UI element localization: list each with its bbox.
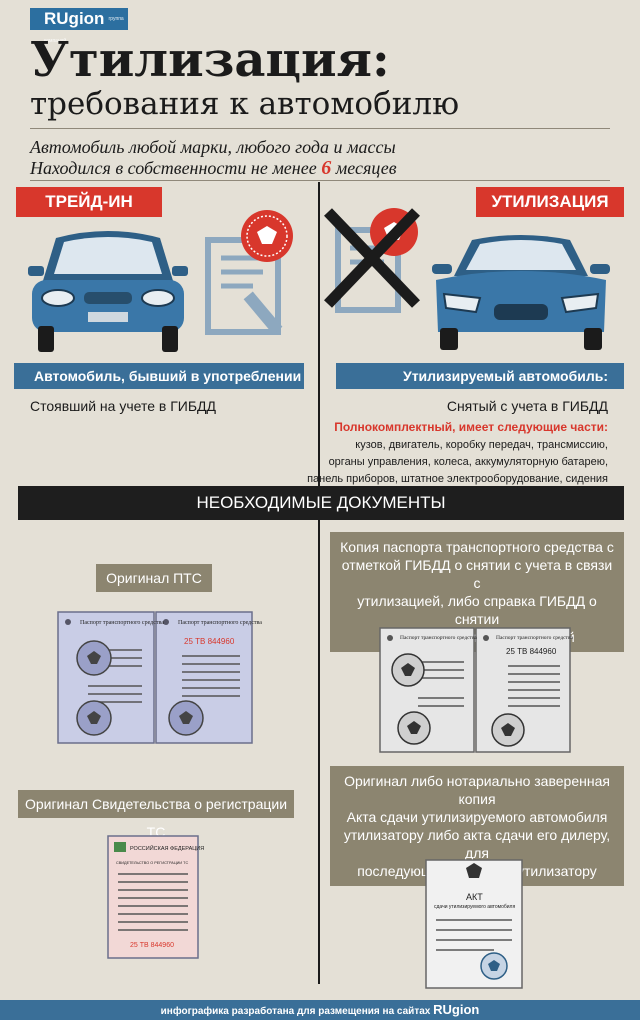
reg-doc-number: 25 ТВ 844960	[130, 942, 174, 949]
registration-certificate-label: Оригинал Свидетельства о регистрации ТС	[18, 790, 294, 840]
parts-line: органы управления, колеса, аккумуляторну…	[328, 456, 608, 468]
reg-doc-title: СВИДЕТЕЛЬСТВО О РЕГИСТРАЦИИ ТС	[116, 861, 188, 865]
lede: Автомобиль любой марки, любого года и ма…	[30, 137, 397, 179]
recycling-badge: УТИЛИЗАЦИЯ	[476, 187, 624, 217]
lede-line-1: Автомобиль любой марки, любого года и ма…	[30, 137, 396, 157]
column-divider	[318, 182, 320, 984]
passport-copy-title-left: Паспорт транспортного средства	[400, 635, 477, 641]
passport-copy-line: утилизацией, либо справка ГИБДД о снятии	[357, 593, 597, 627]
footer-brand[interactable]: RUgion	[433, 1002, 480, 1017]
passport-copy-illustration: Паспорт транспортного средства Паспорт т…	[379, 627, 573, 753]
act-doc-title: АКТ	[466, 892, 483, 902]
used-car-illustration	[28, 231, 188, 352]
pts-label: Оригинал ПТС	[96, 564, 212, 592]
act-label-line: Оригинал либо нотариально заверенная коп…	[344, 773, 610, 807]
pts-doc-number: 25 ТВ 844960	[184, 637, 235, 646]
passport-copy-title-right: Паспорт транспортного средства	[496, 635, 573, 641]
pts-doc-title-left: Паспорт транспортного средства	[80, 620, 164, 626]
footer: инфографика разработана для размещения н…	[0, 1000, 640, 1020]
act-doc-subtitle: сдачи утилизируемого автомобиля	[434, 904, 515, 910]
complete-set-note: Полнокомплектный, имеет следующие части:	[334, 420, 608, 434]
pts-document-illustration: Паспорт транспортного средства Паспорт т…	[57, 611, 262, 744]
page-subtitle: требования к автомобилю	[30, 86, 460, 122]
months-number: 6	[321, 157, 332, 179]
passport-copy-line: отметкой ГИБДД о снятии с учета в связи …	[341, 557, 613, 591]
logo-text: RUgion	[44, 9, 105, 28]
divider	[30, 180, 610, 181]
recycled-car-illustration	[432, 235, 610, 350]
crossed-document-illustration	[324, 208, 420, 313]
act-label-line: утилизатору либо акта сдачи его дилеру, …	[343, 827, 611, 861]
passport-copy-line: Копия паспорта транспортного средства с	[340, 539, 614, 555]
used-car-bar: Автомобиль, бывший в употреблении	[14, 363, 304, 389]
footer-text: инфографика разработана для размещения н…	[160, 1006, 431, 1017]
page-title: Утилизация:	[30, 32, 390, 88]
act-label-line: Акта сдачи утилизируемого автомобиля	[346, 809, 608, 825]
trade-in-badge: ТРЕЙД-ИН	[16, 187, 162, 217]
parts-line: кузов, двигатель, коробку передач, транс…	[355, 439, 608, 451]
registration-certificate-illustration: РОССИЙСКАЯ ФЕДЕРАЦИЯ СВИДЕТЕЛЬСТВО О РЕГ…	[107, 835, 204, 959]
deregistered-note: Снятый с учета в ГИБДД	[446, 398, 608, 414]
passport-copy-number: 25 ТВ 844960	[506, 647, 557, 656]
registered-note: Стоявший на учете в ГИБДД	[30, 398, 217, 414]
document-with-seal-illustration	[205, 210, 293, 335]
lede-line-2: Находился в собственности не менее 6 мес…	[30, 157, 397, 179]
logo-sub: группа компаний	[44, 16, 124, 44]
divider	[30, 128, 610, 129]
pts-doc-title-right: Паспорт транспортного средства	[178, 620, 262, 626]
parts-line: панель приборов, штатное электрооборудов…	[307, 473, 608, 485]
act-document-illustration: АКТ сдачи утилизируемого автомобиля	[425, 859, 523, 989]
parts-list: кузов, двигатель, коробку передач, транс…	[307, 437, 608, 488]
recycled-car-bar: Утилизируемый автомобиль:	[336, 363, 624, 389]
reg-doc-header: РОССИЙСКАЯ ФЕДЕРАЦИЯ	[130, 844, 204, 852]
required-documents-header: НЕОБХОДИМЫЕ ДОКУМЕНТЫ	[18, 486, 624, 520]
